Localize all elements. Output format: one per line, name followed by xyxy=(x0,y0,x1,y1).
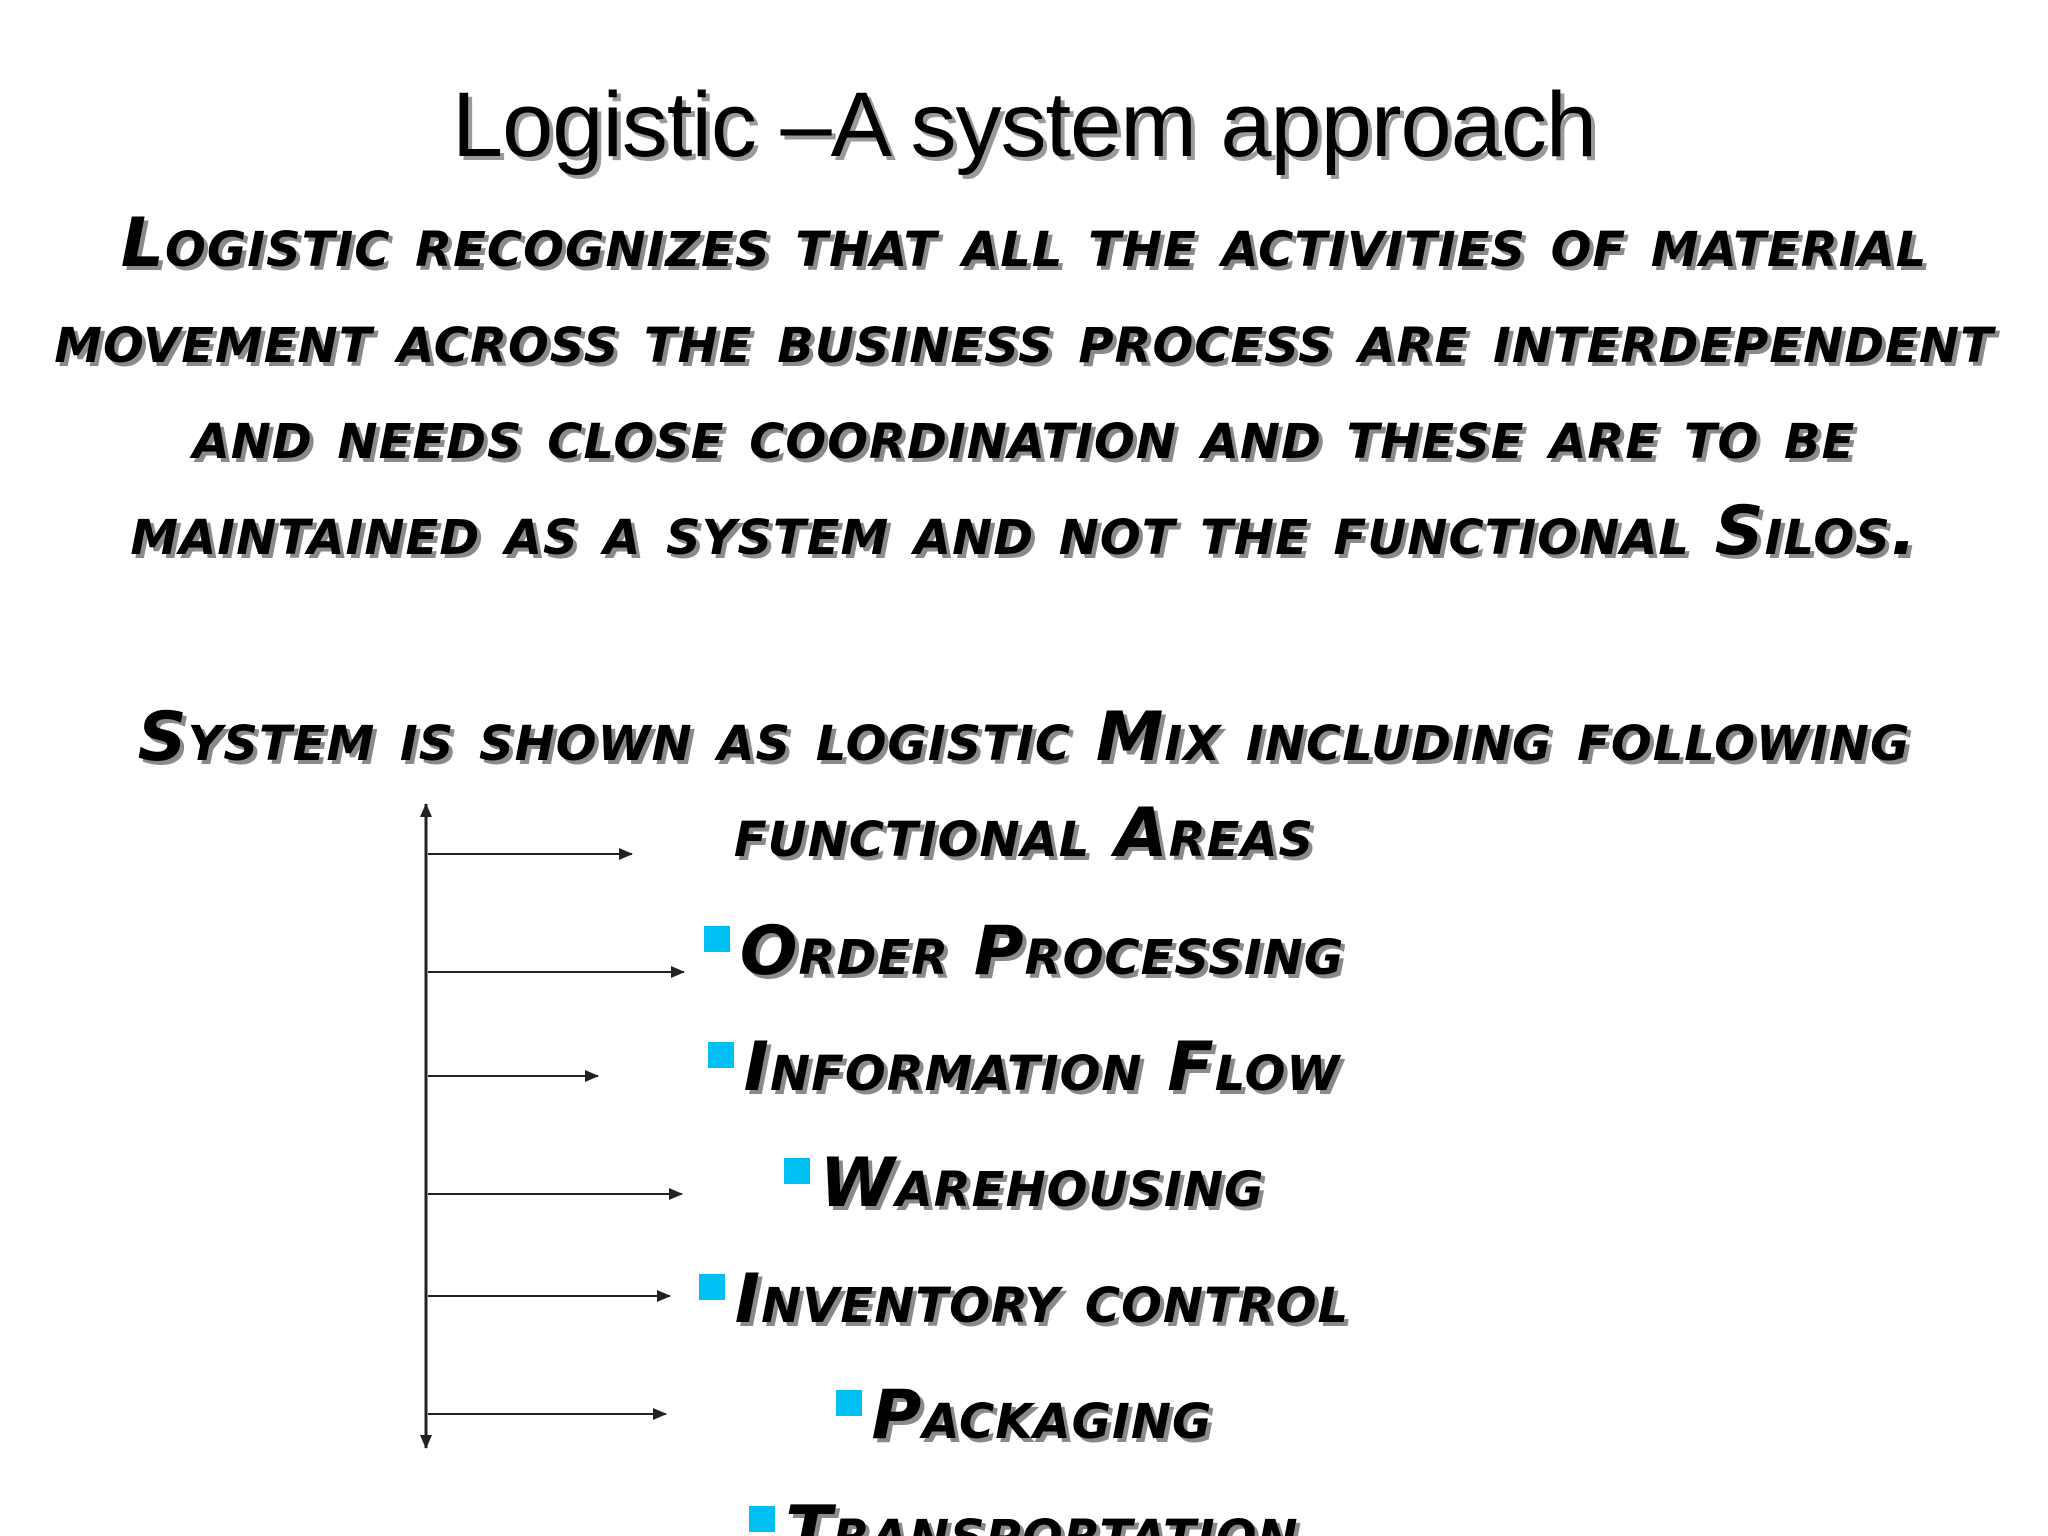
list-item-inventory-control: Inventory control xyxy=(0,1260,2048,1340)
list-item-packaging: Packaging xyxy=(0,1376,2048,1456)
bullet-square-icon xyxy=(749,1506,776,1532)
list-item-label: Information Flow xyxy=(743,1028,1341,1107)
slide-title: Logistic –A system approach xyxy=(451,74,1597,176)
bullet-square-icon xyxy=(698,1274,725,1300)
list-item-label: Transportation xyxy=(785,1492,1299,1536)
bullet-square-icon xyxy=(703,926,730,952)
list-item-label: Order Processing xyxy=(739,912,1345,991)
list-item-label: Inventory control xyxy=(734,1260,1350,1339)
list-item-transportation: Transportation xyxy=(0,1492,2048,1536)
paragraph-system-mix: System is shown as logistic Mix includin… xyxy=(137,698,1911,873)
list-item-label: Packaging xyxy=(871,1376,1213,1455)
bullet-square-icon xyxy=(835,1390,862,1416)
bullet-square-icon xyxy=(707,1042,734,1068)
list-item-label: Warehousing xyxy=(819,1144,1265,1223)
bullet-square-icon xyxy=(783,1158,810,1184)
list-item-information-flow: Information Flow xyxy=(0,1028,2048,1108)
list-item-order-processing: Order Processing xyxy=(0,912,2048,992)
paragraph-definition: Logistic recognizes that all the activit… xyxy=(54,204,1994,571)
list-item-warehousing: Warehousing xyxy=(0,1144,2048,1224)
